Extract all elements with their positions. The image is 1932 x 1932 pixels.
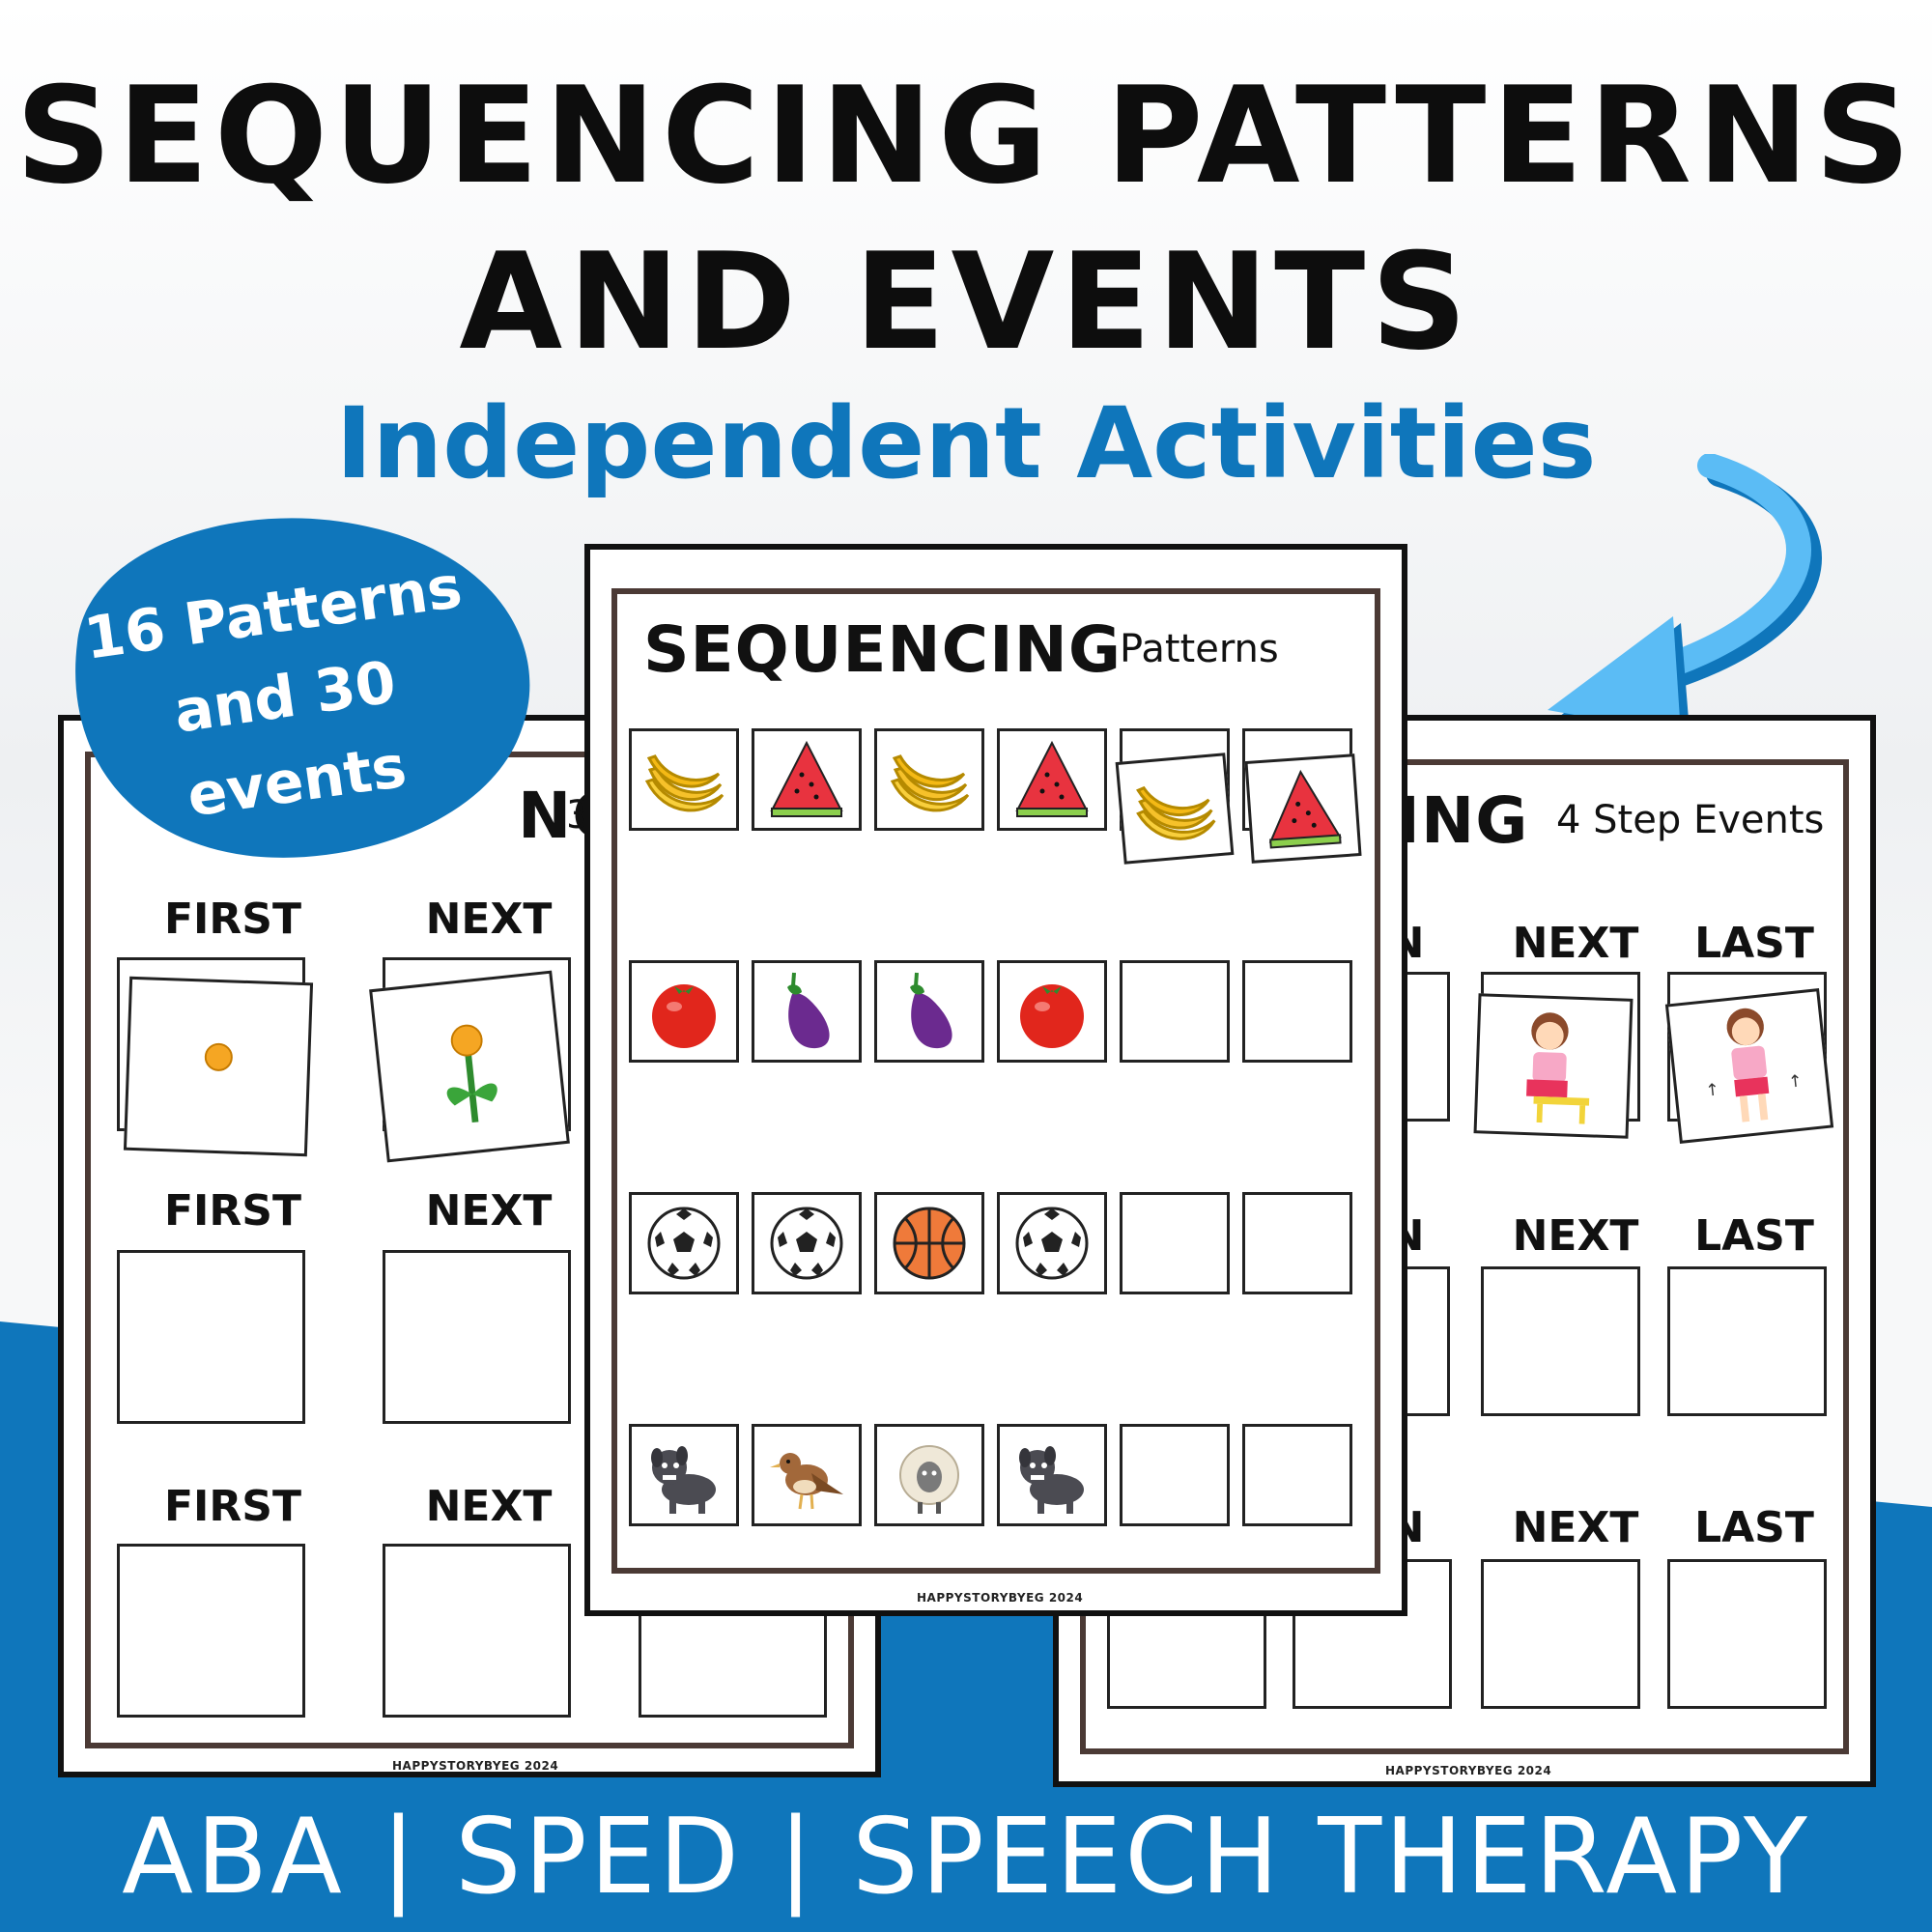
- pattern-cell[interactable]: [752, 960, 862, 1063]
- pattern-cell[interactable]: [629, 960, 739, 1063]
- pattern-cell[interactable]: [874, 960, 984, 1063]
- watermelon-card[interactable]: [1244, 753, 1362, 864]
- bird-icon: [754, 1427, 859, 1523]
- sequence-slot[interactable]: [1481, 1559, 1640, 1709]
- pattern-cell[interactable]: [1242, 1424, 1352, 1526]
- sequence-slot[interactable]: [383, 1544, 571, 1718]
- dog-icon: [1000, 1427, 1104, 1523]
- tomato-icon: [1000, 963, 1104, 1060]
- watermelon-icon: [754, 731, 859, 828]
- sequence-slot[interactable]: [383, 1250, 571, 1424]
- soccer-ball-icon: [1000, 1195, 1104, 1292]
- sequence-slot[interactable]: [1481, 1266, 1640, 1416]
- main-title-line1: SEQUENCING PATTERNS: [15, 58, 1917, 213]
- middle-worksheet-frame: [611, 588, 1380, 1574]
- soccer-ball-icon: [754, 1195, 859, 1292]
- sequence-slot[interactable]: [1402, 972, 1450, 1122]
- right-worksheet-subtitle: 4 Step Events: [1556, 798, 1825, 842]
- sheep-icon: [877, 1427, 981, 1523]
- label-next: NEXT: [1512, 919, 1639, 968]
- label-next: NEXT: [425, 1186, 553, 1236]
- pattern-cell[interactable]: [629, 1192, 739, 1294]
- banana-icon: [1119, 755, 1231, 861]
- banana-icon: [877, 731, 981, 828]
- sequence-slot[interactable]: [1667, 1266, 1827, 1416]
- watermark: HAPPYSTORYBYEG 2024: [1385, 1764, 1552, 1777]
- pattern-cell[interactable]: [752, 728, 862, 831]
- pattern-cell[interactable]: [1120, 1192, 1230, 1294]
- watermelon-icon: [1000, 731, 1104, 828]
- label-next: NEXT: [1512, 1503, 1639, 1552]
- pattern-cell[interactable]: [1120, 960, 1230, 1063]
- sequence-slot[interactable]: [1402, 1266, 1450, 1416]
- eggplant-icon: [754, 963, 859, 1060]
- label-next: NEXT: [425, 895, 553, 944]
- girl-standing-up-icon: [1526, 1012, 1590, 1124]
- basketball-icon: [877, 1195, 981, 1292]
- pattern-cell[interactable]: [1120, 1424, 1230, 1526]
- sequence-slot[interactable]: [117, 1250, 305, 1424]
- label-last: LAST: [1694, 1503, 1814, 1552]
- pattern-cell[interactable]: [997, 728, 1107, 831]
- pattern-cell[interactable]: [874, 728, 984, 831]
- sprout-card[interactable]: [369, 970, 570, 1163]
- pattern-cell[interactable]: [752, 1424, 862, 1526]
- pattern-cell[interactable]: [874, 1192, 984, 1294]
- label-last: LAST: [1694, 1211, 1814, 1261]
- eggplant-icon: [877, 963, 981, 1060]
- pattern-cell[interactable]: [1242, 1192, 1352, 1294]
- svg-text:↑: ↑: [1787, 1071, 1803, 1092]
- flower-sprout-icon: [446, 1024, 497, 1123]
- pattern-cell[interactable]: [629, 728, 739, 831]
- footer-tagline: ABA | SPED | SPEECH THERAPY: [122, 1797, 1810, 1918]
- middle-worksheet-subtitle: Patterns: [1120, 627, 1279, 671]
- tomato-icon: [632, 963, 736, 1060]
- soccer-ball-icon: [632, 1195, 736, 1292]
- label-first: FIRST: [163, 1482, 301, 1531]
- curved-arrow-icon: [1548, 454, 1822, 744]
- pattern-cell[interactable]: [997, 1424, 1107, 1526]
- banana-card[interactable]: [1115, 753, 1235, 865]
- label-next: NEXT: [1512, 1211, 1639, 1261]
- label-first: FIRST: [163, 1186, 301, 1236]
- girl-standing-icon: ↑ ↑: [1705, 1008, 1804, 1122]
- subtitle: Independent Activities: [335, 386, 1597, 501]
- label-last: LAST: [1694, 919, 1814, 968]
- pattern-cell[interactable]: [629, 1424, 739, 1526]
- middle-worksheet: SEQUENCING Patterns HAPPYSTORYBYEG 2024: [584, 544, 1407, 1616]
- label-next: NEXT: [425, 1482, 553, 1531]
- svg-text:↑: ↑: [1705, 1080, 1720, 1100]
- main-title-line2: AND EVENTS: [459, 224, 1473, 380]
- girl-standing-card[interactable]: ↑ ↑: [1664, 988, 1834, 1144]
- watermark: HAPPYSTORYBYEG 2024: [392, 1759, 559, 1773]
- sun-card[interactable]: [123, 976, 314, 1157]
- watermelon-icon: [1248, 756, 1359, 860]
- badge-blob: [75, 518, 530, 858]
- pattern-cell[interactable]: [1242, 960, 1352, 1063]
- pattern-cell[interactable]: [752, 1192, 862, 1294]
- banana-icon: [632, 731, 736, 828]
- dog-icon: [632, 1427, 736, 1523]
- seed-icon: [204, 1042, 233, 1071]
- pattern-cell[interactable]: [997, 960, 1107, 1063]
- sequence-slot[interactable]: [1667, 1559, 1827, 1709]
- pattern-cell[interactable]: [874, 1424, 984, 1526]
- badge-text: 16 Patterns and 30 events: [76, 544, 495, 850]
- label-first: FIRST: [163, 895, 301, 944]
- girl-sitting-card[interactable]: [1473, 993, 1634, 1139]
- pattern-cell[interactable]: [997, 1192, 1107, 1294]
- watermark: HAPPYSTORYBYEG 2024: [917, 1591, 1084, 1605]
- sequence-slot[interactable]: [117, 1544, 305, 1718]
- middle-worksheet-title: SEQUENCING: [643, 612, 1122, 687]
